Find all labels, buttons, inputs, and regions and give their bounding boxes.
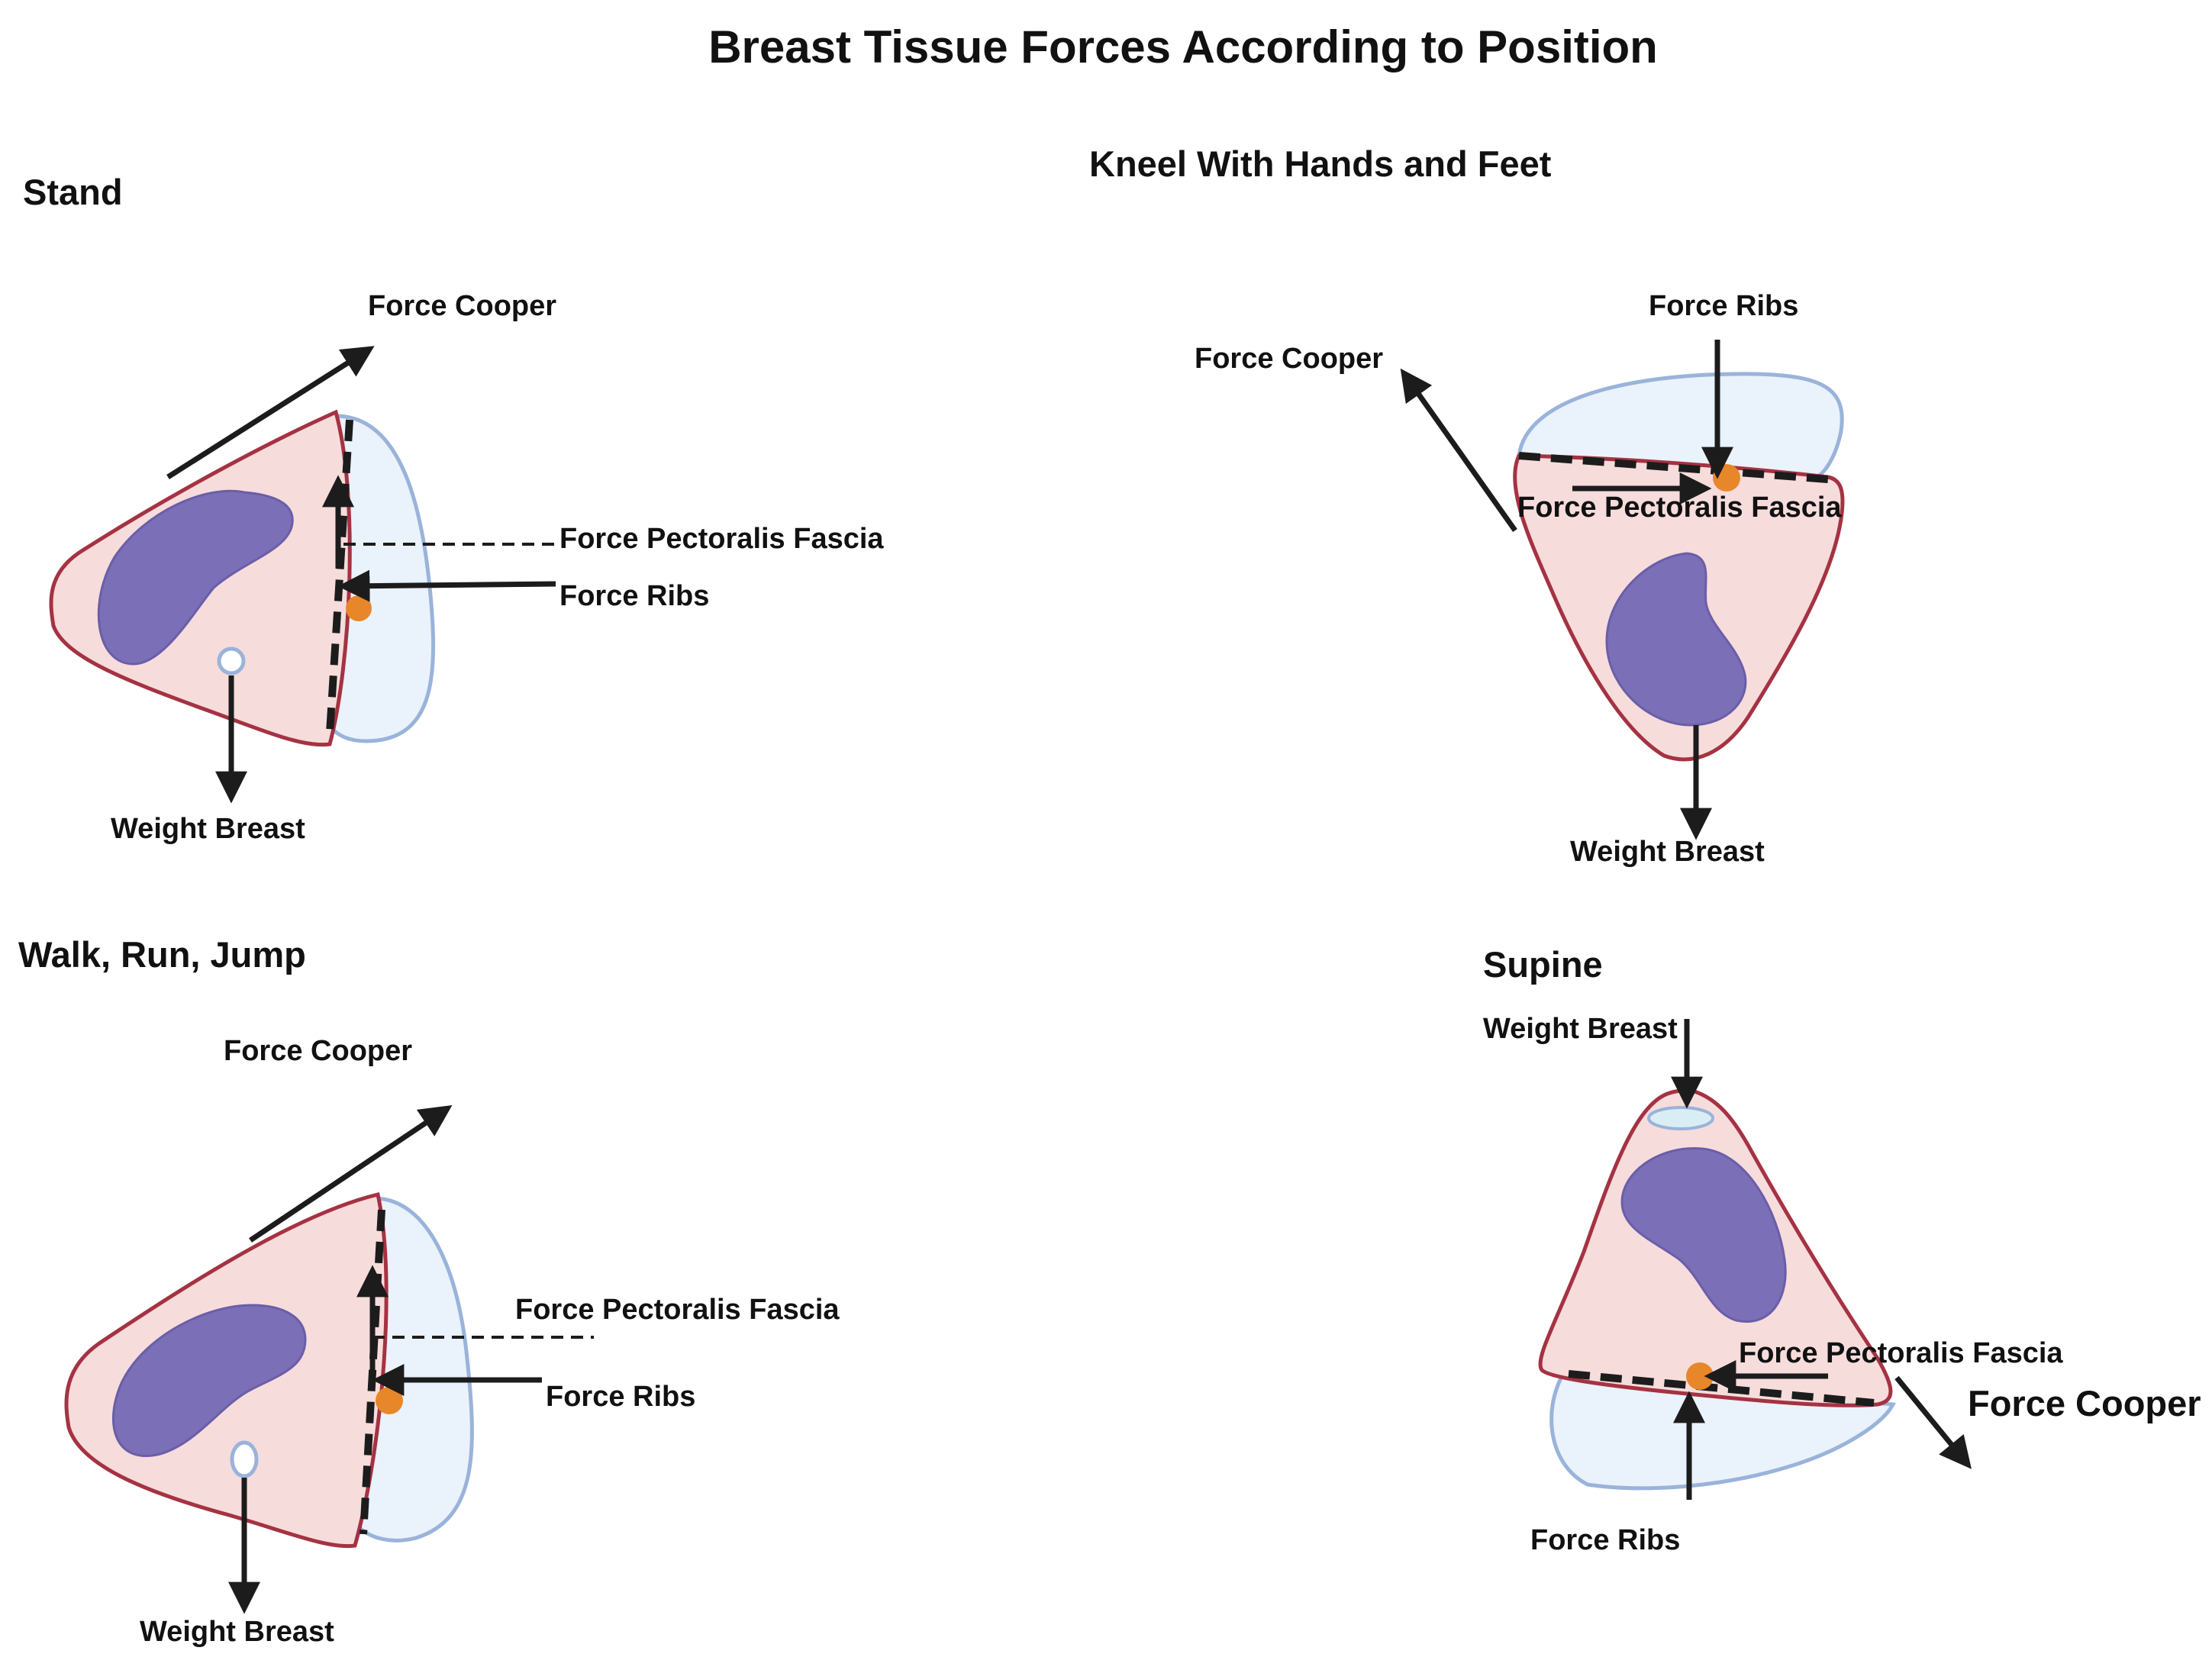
force-ribs-arrow — [337, 569, 556, 602]
force-cooper-arrow — [166, 346, 375, 479]
label-weight-breast: Weight Breast — [1483, 1013, 1678, 1045]
label-force-pectoralis-fascia: Force Pectoralis Fascia — [515, 1294, 840, 1326]
pectoralis-fascia-line — [1568, 1370, 1875, 1407]
mammary-gland — [111, 1304, 307, 1457]
panel-title-walk-run-jump: Walk, Run, Jump — [18, 934, 306, 975]
panel-supine: Supine Weight Breast Force Pectoralis Fa… — [1483, 944, 2201, 1556]
mammary-gland — [1620, 1147, 1787, 1323]
chest-wall — [327, 414, 436, 743]
panel-stand: Stand Force Cooper Force Pectoralis Fasc… — [23, 172, 884, 845]
label-force-ribs: Force Ribs — [559, 580, 709, 612]
force-cooper-arrow — [1400, 368, 1517, 533]
panel-kneel: Kneel With Hands and Feet Force Ribs For… — [1089, 143, 1845, 868]
label-force-cooper: Force Cooper — [224, 1035, 412, 1067]
label-force-ribs: Force Ribs — [1530, 1524, 1680, 1556]
label-weight-breast: Weight Breast — [1570, 836, 1765, 868]
pectoralis-fascia-line — [1518, 452, 1829, 483]
chest-wall — [1517, 372, 1844, 479]
label-weight-breast: Weight Breast — [111, 813, 305, 845]
panel-title-kneel: Kneel With Hands and Feet — [1089, 143, 1552, 184]
nipple-marker — [217, 646, 246, 675]
pectoralis-fascia-line — [326, 419, 353, 733]
rib-contact-point — [346, 595, 372, 621]
label-force-pectoralis-fascia: Force Pectoralis Fascia — [1739, 1337, 2063, 1369]
force-cooper-arrow — [249, 1104, 453, 1243]
rib-contact-point — [1686, 1362, 1714, 1390]
nipple-marker — [1647, 1106, 1714, 1130]
panel-title-stand: Stand — [23, 172, 123, 212]
label-force-ribs: Force Ribs — [546, 1381, 695, 1413]
rib-contact-point — [376, 1387, 403, 1414]
panel-walk-run-jump: Walk, Run, Jump Force Cooper Force Pecto… — [18, 934, 840, 1648]
label-force-pectoralis-fascia: Force Pectoralis Fascia — [559, 523, 884, 555]
force-cooper-arrow — [1894, 1375, 1972, 1469]
diagram-title: Breast Tissue Forces According to Positi… — [708, 21, 1658, 73]
label-weight-breast: Weight Breast — [140, 1616, 334, 1648]
label-force-ribs: Force Ribs — [1649, 290, 1798, 322]
mammary-gland — [1605, 552, 1747, 727]
panel-title-supine: Supine — [1483, 944, 1603, 985]
label-force-cooper: Force Cooper — [368, 290, 556, 322]
label-force-pectoralis-fascia: Force Pectoralis Fascia — [1517, 492, 1842, 524]
label-force-cooper: Force Cooper — [1968, 1383, 2201, 1423]
label-force-cooper: Force Cooper — [1195, 343, 1383, 375]
nipple-marker — [230, 1440, 259, 1478]
mammary-gland — [97, 489, 294, 666]
